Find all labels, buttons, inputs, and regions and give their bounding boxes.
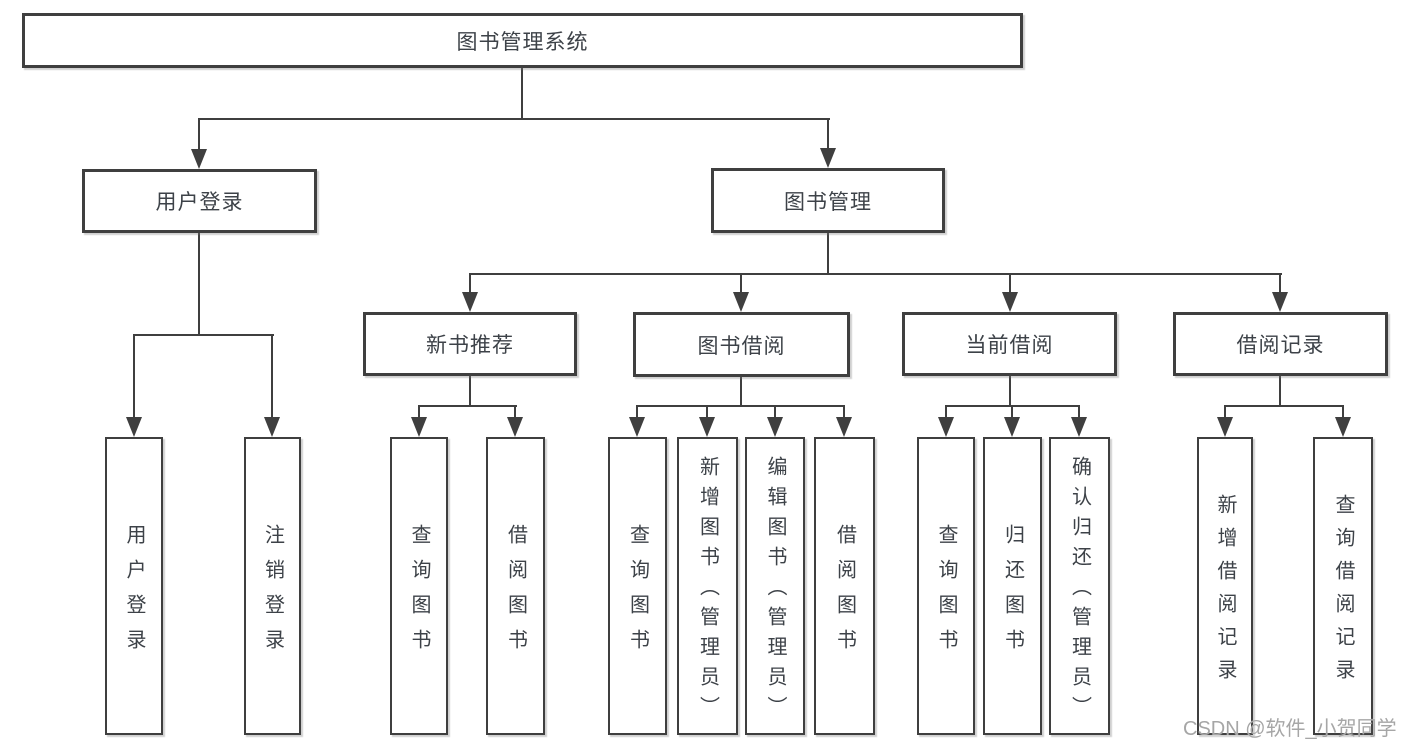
leaf-return-books-label: 归还图书	[1001, 523, 1024, 664]
leaf-query-books-3-label: 查询图书	[935, 523, 957, 664]
arrowhead-leaf-user-login	[126, 417, 142, 437]
leaf-confirm-return-admin: 确认归还（管理员）	[1049, 437, 1110, 735]
edge-borrow-records-stem	[1279, 376, 1281, 407]
arrowhead-leaf-add-record	[1217, 417, 1233, 437]
leaf-query-borrow-record-label: 查询借阅记录	[1332, 493, 1354, 692]
edge-to-leaf-borrow1	[514, 405, 516, 419]
arrowhead-leaf-query1	[411, 417, 427, 437]
edge-to-leaf-logout	[271, 334, 273, 419]
arrowhead-leaf-edit-book	[767, 417, 783, 437]
edge-to-borrow-records	[1279, 273, 1281, 294]
edge-book-management-stem	[827, 233, 829, 275]
node-borrow-records-label: 借阅记录	[1236, 334, 1325, 357]
edge-to-new-book	[469, 273, 471, 294]
edge-to-current-borrow	[1009, 273, 1011, 294]
arrowhead-leaf-query2	[629, 417, 645, 437]
node-book-borrow: 图书借阅	[633, 312, 850, 377]
edge-to-leaf-user-login	[133, 334, 135, 419]
leaf-confirm-return-admin-label: 确认归还（管理员）	[1068, 456, 1091, 726]
leaf-query-books-1-label: 查询图书	[408, 523, 430, 664]
node-user-login: 用户登录	[82, 169, 317, 233]
arrowhead-user-login	[191, 149, 207, 169]
edge-to-book-borrow	[740, 273, 742, 294]
node-new-book-recommend: 新书推荐	[363, 312, 577, 376]
arrowhead-leaf-add-book	[699, 417, 715, 437]
leaf-query-books-3: 查询图书	[917, 437, 975, 735]
arrowhead-current-borrow	[1002, 292, 1018, 312]
node-user-login-label: 用户登录	[155, 191, 244, 214]
node-new-book-recommend-label: 新书推荐	[426, 334, 514, 357]
edge-book-borrow-branch	[636, 405, 845, 407]
edge-to-leaf-return	[1011, 405, 1013, 419]
leaf-logout: 注销登录	[244, 437, 301, 735]
leaf-query-books-1: 查询图书	[390, 437, 448, 735]
node-book-management-label: 图书管理	[784, 190, 872, 214]
leaf-add-book-admin: 新增图书（管理员）	[677, 437, 738, 735]
node-borrow-records: 借阅记录	[1173, 312, 1388, 376]
leaf-logout-label: 注销登录	[261, 523, 284, 664]
edge-borrow-records-branch	[1224, 405, 1344, 407]
node-root: 图书管理系统	[22, 13, 1023, 68]
edge-level2-branch	[469, 273, 1282, 275]
leaf-edit-book-admin: 编辑图书（管理员）	[745, 437, 805, 735]
edge-to-leaf-query2	[636, 405, 638, 419]
edge-to-leaf-add-book	[706, 405, 708, 419]
leaf-add-borrow-record-label: 新增借阅记录	[1214, 493, 1236, 692]
leaf-borrow-books-1: 借阅图书	[486, 437, 545, 735]
edge-to-leaf-query-record	[1342, 405, 1344, 419]
node-current-borrow-label: 当前借阅	[965, 334, 1054, 357]
leaf-edit-book-admin-label: 编辑图书（管理员）	[764, 456, 786, 726]
edge-to-leaf-query3	[945, 405, 947, 419]
leaf-return-books: 归还图书	[983, 437, 1042, 735]
leaf-user-login: 用户登录	[105, 437, 163, 735]
arrowhead-new-book	[462, 292, 478, 312]
arrowhead-leaf-confirm-return	[1071, 417, 1087, 437]
node-current-borrow: 当前借阅	[902, 312, 1117, 376]
leaf-query-books-2: 查询图书	[608, 437, 667, 735]
edge-to-leaf-borrow2	[843, 405, 845, 419]
edge-book-borrow-stem	[740, 377, 742, 407]
edge-to-leaf-query1	[418, 405, 420, 419]
leaf-add-borrow-record: 新增借阅记录	[1197, 437, 1253, 735]
arrowhead-leaf-borrow2	[836, 417, 852, 437]
arrowhead-leaf-return	[1004, 417, 1020, 437]
edge-level1-branch	[198, 118, 830, 120]
leaf-user-login-label: 用户登录	[123, 523, 145, 664]
edge-to-leaf-edit-book	[774, 405, 776, 419]
leaf-borrow-books-2: 借阅图书	[814, 437, 875, 735]
arrowhead-book-borrow	[733, 292, 749, 312]
edge-to-book-management	[827, 118, 829, 150]
edge-new-book-stem	[469, 376, 471, 407]
edge-user-login-stem	[198, 233, 200, 336]
edge-to-user-login	[198, 118, 200, 151]
arrowhead-borrow-records	[1272, 292, 1288, 312]
edge-root-stem	[521, 68, 523, 119]
arrowhead-leaf-query3	[938, 417, 954, 437]
leaf-borrow-books-1-label: 借阅图书	[504, 523, 527, 664]
arrowhead-book-management	[820, 148, 836, 168]
arrowhead-leaf-query-record	[1335, 417, 1351, 437]
leaf-borrow-books-2-label: 借阅图书	[833, 523, 856, 664]
node-root-label: 图书管理系统	[456, 30, 589, 54]
edge-current-borrow-stem	[1009, 376, 1011, 407]
leaf-add-book-admin-label: 新增图书（管理员）	[696, 456, 719, 726]
node-book-management: 图书管理	[711, 168, 945, 233]
edge-user-login-branch	[133, 334, 274, 336]
leaf-query-books-2-label: 查询图书	[626, 523, 649, 664]
csdn-watermark: CSDN @软件_小贺同学	[1183, 718, 1397, 740]
edge-new-book-branch	[418, 405, 517, 407]
leaf-query-borrow-record: 查询借阅记录	[1313, 437, 1373, 735]
arrowhead-leaf-borrow1	[507, 417, 523, 437]
edge-to-leaf-add-record	[1224, 405, 1226, 419]
node-book-borrow-label: 图书借阅	[697, 334, 786, 358]
arrowhead-leaf-logout	[264, 417, 280, 437]
edge-to-leaf-confirm-return	[1078, 405, 1080, 419]
